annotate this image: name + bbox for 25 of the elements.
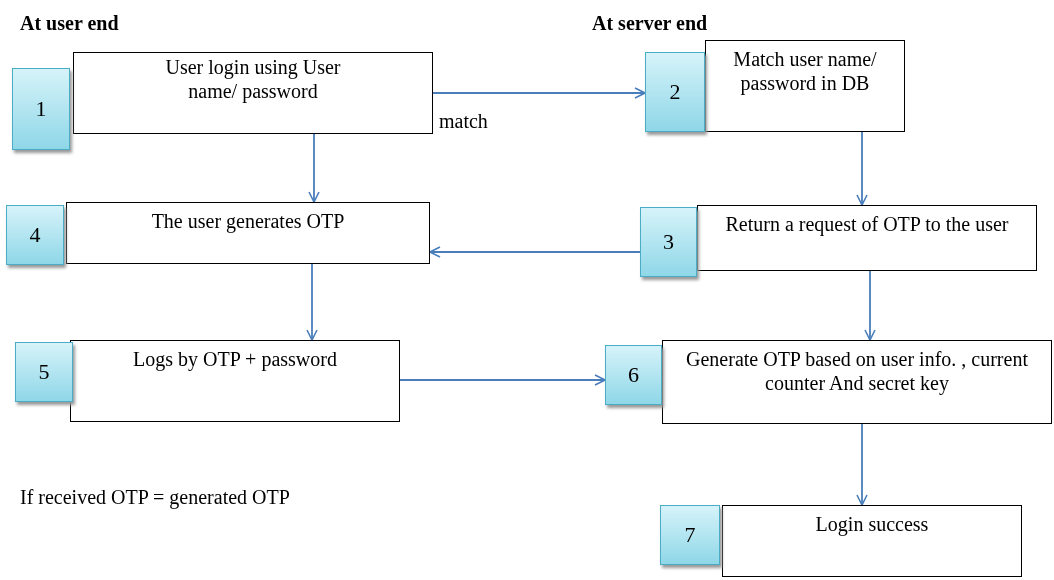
condition-note: If received OTP = generated OTP (20, 486, 290, 509)
process-box: Return a request of OTP to the user (697, 205, 1037, 271)
process-box: User login using User name/ password (73, 52, 433, 134)
step-number-badge: 1 (12, 68, 70, 150)
arrow (308, 133, 320, 203)
arrow (856, 131, 868, 206)
process-box: Login success (722, 505, 1022, 577)
arrow (432, 87, 646, 99)
arrow (864, 270, 876, 341)
arrow (306, 263, 318, 341)
step-number-badge: 3 (640, 207, 697, 277)
step-number-badge: 4 (6, 205, 64, 265)
step-number-badge: 7 (660, 505, 720, 565)
process-box: The user generates OTP (66, 202, 430, 264)
step-number-badge: 6 (605, 345, 662, 405)
section-heading: At user end (20, 12, 119, 35)
step-number-badge: 5 (15, 342, 73, 402)
section-heading: At server end (592, 12, 708, 35)
arrow (399, 374, 606, 386)
arrow (429, 246, 641, 258)
process-box: Logs by OTP + password (70, 340, 400, 422)
process-box: Match user name/ password in DB (705, 40, 905, 132)
arrow (856, 423, 868, 506)
step-number-badge: 2 (645, 52, 705, 132)
process-box: Generate OTP based on user info. , current counter And secret key (662, 340, 1052, 424)
